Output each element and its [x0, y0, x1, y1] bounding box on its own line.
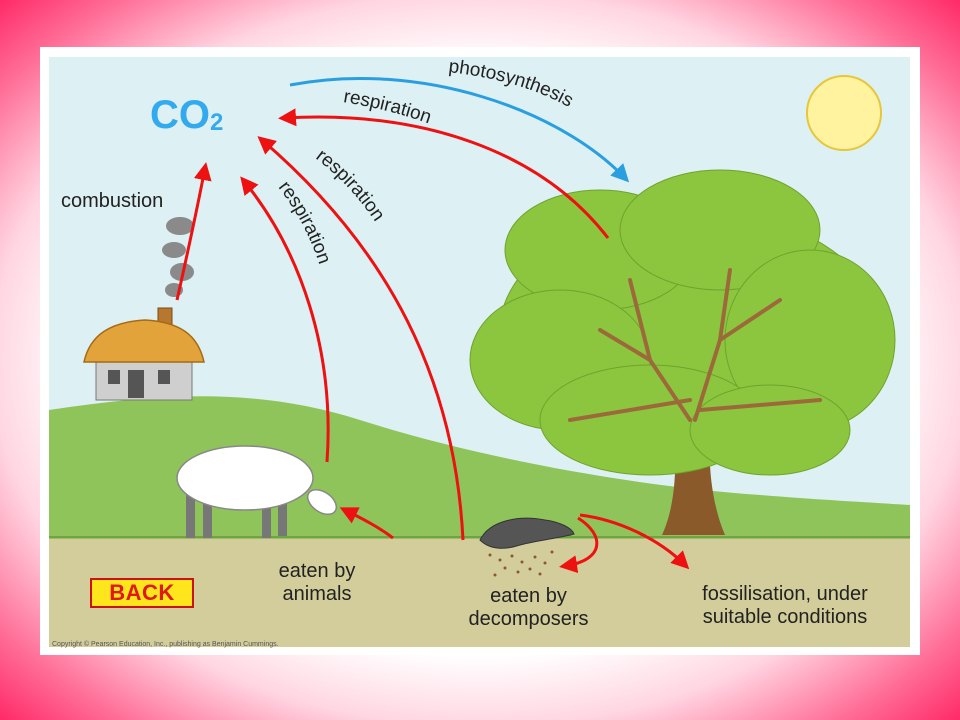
arrow-respiration-animals	[240, 176, 330, 463]
label-eaten-by-decomposers-line2: decomposers	[468, 608, 589, 630]
label-fossilisation-line1: fossilisation, under	[702, 583, 868, 605]
tree-icon	[469, 169, 896, 535]
co2-label: CO2	[150, 93, 223, 137]
sheep-icon	[176, 445, 338, 538]
house-icon	[83, 307, 205, 401]
arrow-fossilisation	[579, 513, 690, 570]
copyright-notice: Copyright © Pearson Education, Inc., pub…	[52, 641, 279, 648]
dead-animal-icon	[479, 517, 575, 577]
arrow-combustion	[175, 162, 212, 301]
label-eaten-by-animals-line1: eaten by	[278, 560, 356, 582]
back-button[interactable]: BACK	[90, 578, 194, 608]
label-combustion: combustion	[61, 190, 164, 212]
sun-icon	[806, 75, 882, 151]
label-fossilisation: fossilisation, under suitable conditions	[670, 583, 900, 629]
arrow-photosynthesis	[289, 77, 630, 183]
label-eaten-by-animals-line2: animals	[282, 583, 352, 605]
arrow-respiration-tree	[278, 108, 610, 239]
arrow-eaten-by-animals	[339, 507, 394, 540]
arrow-eaten-by-decomposers	[559, 516, 599, 574]
label-eaten-by-decomposers: eaten by decomposers	[446, 585, 611, 631]
label-eaten-by-decomposers-line1: eaten by	[490, 585, 567, 607]
label-eaten-by-animals: eaten by animals	[262, 560, 372, 606]
label-fossilisation-line2: suitable conditions	[702, 606, 868, 628]
arrow-respiration-decomposers	[257, 136, 465, 541]
